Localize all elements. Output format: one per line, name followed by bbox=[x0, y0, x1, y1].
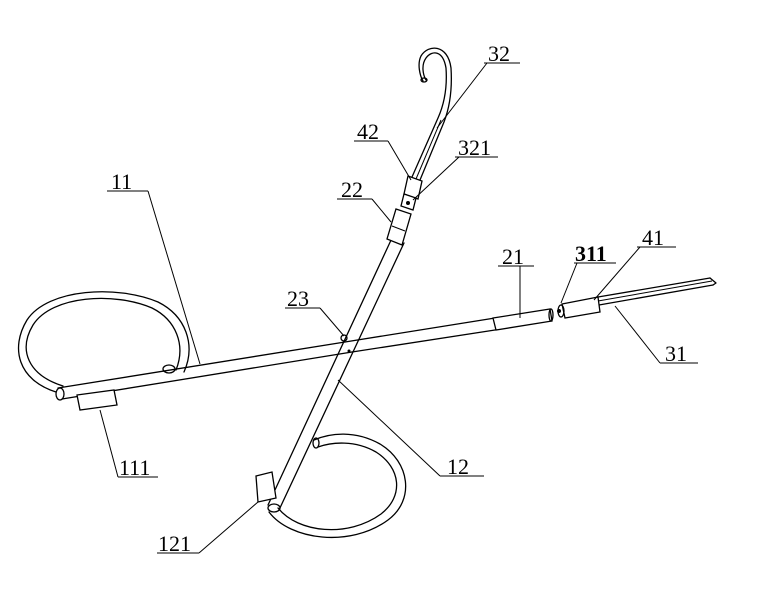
block-121 bbox=[255, 471, 277, 503]
label-23: 23 bbox=[287, 286, 309, 311]
leader-lines bbox=[99, 62, 698, 554]
label-41: 41 bbox=[642, 225, 664, 250]
label-111: 111 bbox=[119, 455, 150, 480]
label-11: 11 bbox=[111, 169, 132, 194]
label-42: 42 bbox=[357, 119, 379, 144]
pivot-23 bbox=[340, 334, 351, 353]
sleeve-22 bbox=[386, 208, 412, 246]
rod-31 bbox=[597, 277, 717, 306]
label-22: 22 bbox=[341, 177, 363, 202]
label-121: 121 bbox=[158, 531, 191, 556]
connector-42 bbox=[400, 175, 423, 211]
label-12: 12 bbox=[447, 454, 469, 479]
rod-11 bbox=[55, 317, 496, 401]
hook-32 bbox=[411, 47, 452, 181]
sleeve-41 bbox=[557, 296, 601, 319]
label-32: 32 bbox=[488, 41, 510, 66]
loop-11 bbox=[17, 291, 190, 393]
label-321: 321 bbox=[458, 135, 491, 160]
sleeve-21 bbox=[492, 308, 554, 331]
loop-12 bbox=[268, 433, 407, 539]
rod-12 bbox=[267, 237, 405, 513]
label-311: 311 bbox=[575, 241, 607, 266]
block-111 bbox=[76, 389, 118, 411]
label-31: 31 bbox=[665, 341, 687, 366]
label-21: 21 bbox=[502, 244, 524, 269]
